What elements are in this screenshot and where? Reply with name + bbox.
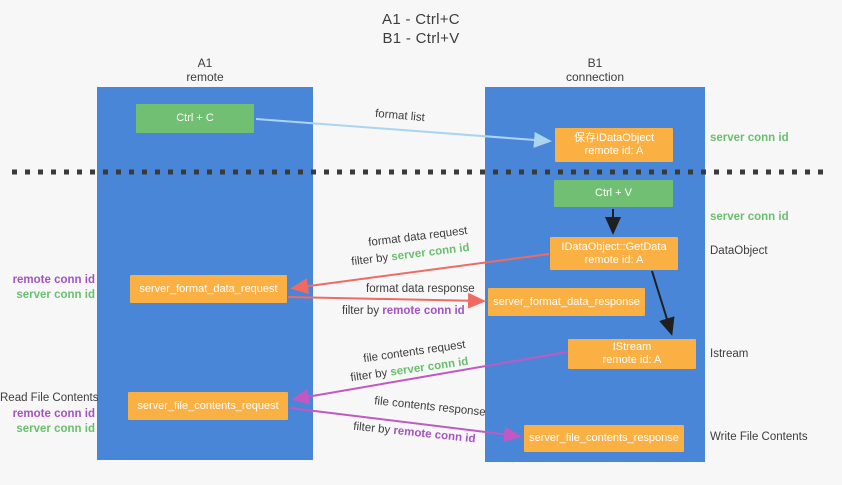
istream-line2: remote id: A [602, 354, 662, 366]
ctrl-c-node: Ctrl + C [136, 104, 254, 133]
lane-b1-header: B1 connection [485, 56, 705, 84]
server-file-contents-response-node: server_file_contents_response [524, 425, 684, 452]
ctrl-v-node: Ctrl + V [554, 180, 673, 207]
ctrl-v-label: Ctrl + V [595, 187, 632, 199]
server-format-data-response-node: server_format_data_response [488, 288, 645, 316]
file-response-filter-label: filter by remote conn id [353, 421, 476, 446]
idataobject-getdata-node: IDataObject::GetData remote id: A [550, 237, 678, 270]
write-file-contents-annotation: Write File Contents [710, 431, 808, 443]
format-request-label: server_format_data_request [139, 282, 278, 295]
lane-a1-subtitle: remote [186, 70, 224, 84]
filter-by-text: filter by [352, 420, 391, 437]
read-file-contents-annotation: Read File Contents [0, 392, 99, 404]
lane-a1-header: A1 remote [97, 56, 313, 84]
file-response-label: server_file_contents_response [529, 432, 679, 444]
format-list-label: format list [374, 107, 426, 125]
filter-by-text: filter by [342, 305, 380, 317]
diagram-title: A1 - Ctrl+C B1 - Ctrl+V [0, 10, 842, 48]
lane-b1-subtitle: connection [565, 70, 625, 84]
remote-conn-id-text: remote conn id [392, 424, 477, 446]
save-idataobject-node: 保存IDataObject remote id: A [555, 128, 673, 162]
server-conn-id-annotation-file: server conn id [16, 423, 95, 435]
file-request-label: server_file_contents_request [137, 399, 279, 412]
istream-line1: IStream [612, 341, 652, 353]
istream-annotation: Istream [710, 348, 749, 360]
server-conn-id-annotation-mid: server conn id [710, 211, 789, 223]
file-contents-response-label: file contents response [373, 395, 487, 419]
server-conn-id-annotation-top: server conn id [710, 132, 789, 144]
format-response-filter-label: filter by remote conn id [342, 305, 465, 317]
remote-conn-id-text: remote conn id [382, 305, 465, 317]
server-file-contents-request-node: server_file_contents_request [128, 392, 288, 420]
format-data-response-label: format data response [366, 283, 475, 295]
save-idataobject-line1: 保存IDataObject [573, 132, 655, 144]
lane-a1-name: A1 [197, 56, 213, 70]
filter-by-text: filter by [349, 367, 389, 385]
ctrl-c-label: Ctrl + C [176, 112, 214, 124]
remote-conn-id-annotation-format: remote conn id [12, 274, 95, 286]
title-line-1: A1 - Ctrl+C [382, 11, 460, 28]
istream-node: IStream remote id: A [568, 339, 696, 369]
server-conn-id-text: server conn id [390, 241, 471, 264]
getdata-line1: IDataObject::GetData [561, 240, 667, 253]
title-line-2: B1 - Ctrl+V [382, 30, 460, 47]
getdata-line2: remote id: A [584, 253, 644, 266]
format-data-response-arrow [287, 292, 486, 309]
dataobject-annotation: DataObject [710, 245, 768, 257]
lane-b1-name: B1 [587, 56, 603, 70]
server-format-data-request-node: server_format_data_request [130, 275, 287, 303]
format-response-label: server_format_data_response [493, 295, 640, 308]
filter-by-text: filter by [350, 251, 389, 269]
save-idataobject-line2: remote id: A [584, 145, 644, 157]
remote-conn-id-annotation-file: remote conn id [12, 408, 95, 420]
server-conn-id-annotation-format: server conn id [16, 289, 95, 301]
